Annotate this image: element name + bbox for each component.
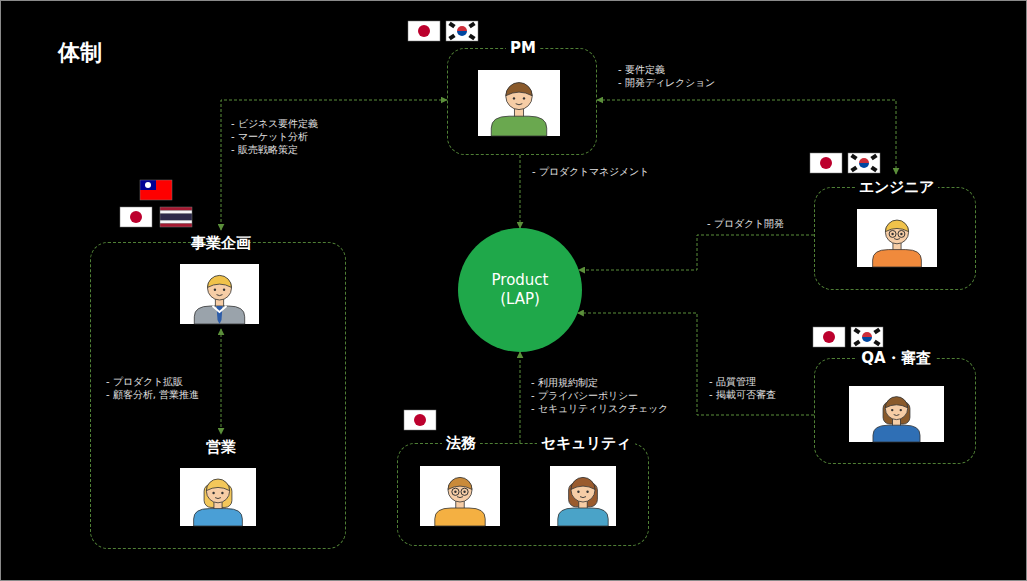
dashed-connector [221,329,222,434]
flag-icon [404,410,436,430]
role-heading: QA・審査 [857,348,934,368]
person-icon [420,466,500,526]
person-icon [180,264,259,324]
dashed-connector [520,352,521,443]
edge-label-line: - 掲載可否審査 [709,388,776,401]
product-label: Product (LAP) [485,271,555,309]
role-box: QA・審査 [814,358,976,464]
edge-label-line: - 顧客分析, 営業推進 [106,388,199,401]
flag-icon [446,21,478,41]
person-icon [857,209,937,267]
edge-label-line: - 利用規約制定 [531,376,668,389]
person-icon [550,466,616,526]
role-group: 事業企画 [166,227,276,327]
role-heading: セキュリティ [537,433,635,453]
edge-label-line: - セキュリティリスクチェック [531,402,668,415]
role-box: エンジニア [814,187,976,290]
edge-label-line: - 要件定義 [618,63,715,76]
slide-title: 体制 [58,38,102,68]
flag-icon [813,327,845,347]
edge-label-line: - プロダクト拡販 [106,375,199,388]
edge-label-line: - マーケット分析 [231,130,318,143]
flag-icon [408,21,440,41]
flag-icon [120,207,152,227]
edge-label: - 要件定義 - 開発ディレクション [616,63,717,89]
edge-label: - ビジネス要件定義 - マーケット分析 - 販売戦略策定 [229,117,320,156]
edge-label: - プロダクト開発 [705,217,786,230]
dashed-connector [579,235,814,270]
role-heading: PM [506,38,540,58]
edge-label: - プロダクトマネジメント [530,165,651,178]
role-heading: エンジニア [855,177,938,197]
edge-label: - プロダクト拡販 - 顧客分析, 営業推進 [104,375,201,401]
flag-icon [810,153,842,173]
flag-icon [851,327,883,347]
role-box: 法務セキュリティ [397,443,649,546]
role-box: PM [447,48,597,155]
role-group: 営業 [166,431,276,531]
product-circle: Product (LAP) [458,228,582,352]
role-heading: 法務 [442,433,480,453]
role-heading: 営業 [202,437,240,457]
edge-label: - 品質管理 - 掲載可否審査 [707,375,778,401]
edge-label-line: - プロダクト開発 [707,217,784,230]
person-icon [180,468,256,526]
dashed-connector [597,100,896,174]
edge-label-line: - ビジネス要件定義 [231,117,318,130]
flag-icon [160,207,192,227]
edge-label-line: - プロダクトマネジメント [532,165,649,178]
edge-label-line: - 販売戦略策定 [231,143,318,156]
person-icon [849,386,944,442]
edge-label-line: - 開発ディレクション [618,76,715,89]
edge-label-line: - プライバシーポリシー [531,389,668,402]
dashed-connector [221,100,447,230]
flag-icon [848,153,880,173]
dashed-connector [520,155,521,228]
flag-icon [140,180,172,200]
person-icon [478,70,560,136]
edge-label-line: - 品質管理 [709,375,776,388]
edge-label: - 利用規約制定 - プライバシーポリシー - セキュリティリスクチェック [529,376,670,415]
role-heading: 事業企画 [187,233,255,253]
